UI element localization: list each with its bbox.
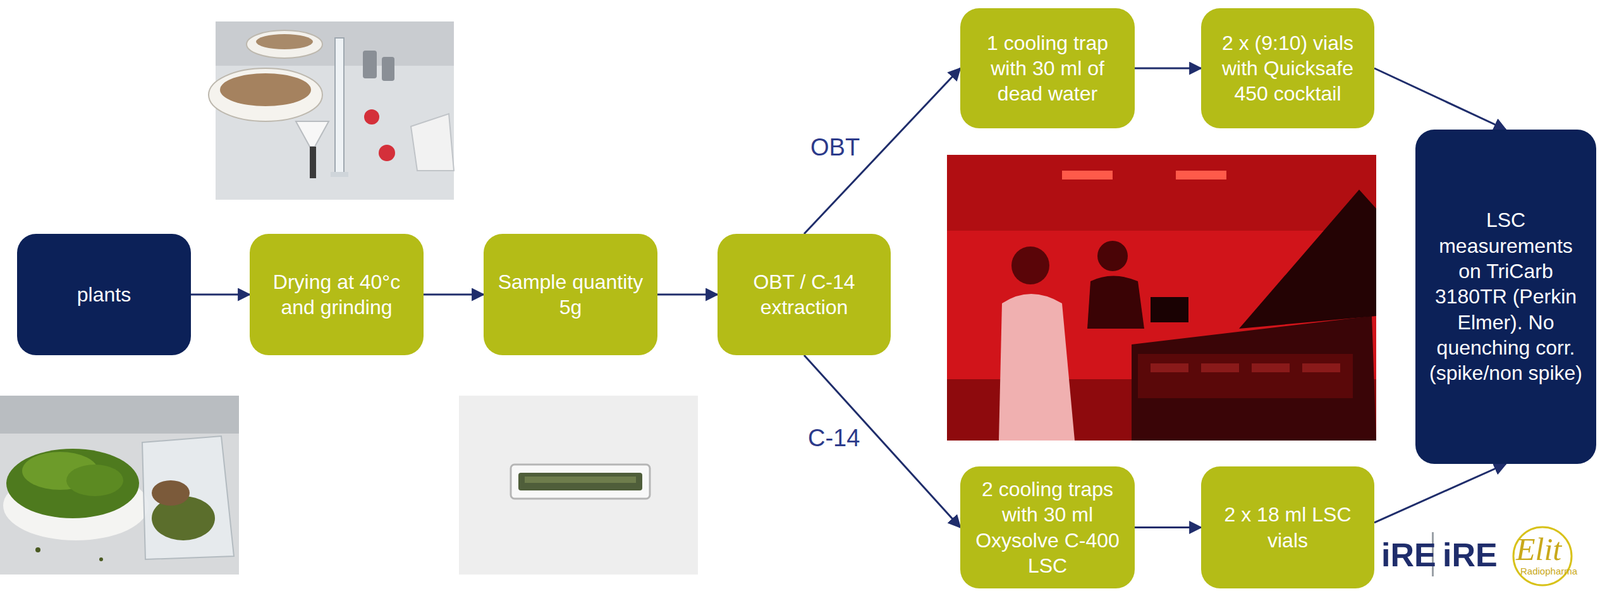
box-text: Drying at 40°c and grinding xyxy=(259,269,414,321)
branch-label: C-14 xyxy=(805,424,863,452)
flow-arrow xyxy=(1134,526,1202,529)
box-text: Sample quantity 5g xyxy=(493,269,648,321)
box-text: 2 x 18 ml LSC vials xyxy=(1211,501,1365,554)
process-box: Drying at 40°c and grinding xyxy=(249,233,424,356)
box-text: 1 cooling trap with 30 ml of dead water xyxy=(970,30,1125,107)
process-box: OBT / C-14 extraction xyxy=(717,233,891,356)
flow-arrow xyxy=(1134,67,1202,70)
box-text: plants xyxy=(77,281,131,308)
logo-mark xyxy=(1431,527,1572,586)
flow-arrow xyxy=(804,355,961,528)
process-box: 2 x 18 ml LSC vials xyxy=(1201,466,1375,589)
process-box: 1 cooling trap with 30 ml of dead water xyxy=(960,8,1135,129)
lab-photo xyxy=(208,21,454,200)
box-text: LSC measurements on TriCarb 3180TR (Perk… xyxy=(1425,207,1587,386)
logo-text: Radiopharma xyxy=(1520,565,1578,577)
process-box: 2 cooling traps with 30 ml Oxysolve C-40… xyxy=(960,466,1135,589)
logo-text: iRE xyxy=(1381,536,1437,575)
lsc-room-photo xyxy=(946,154,1377,441)
box-text: OBT / C-14 extraction xyxy=(727,269,881,321)
flow-arrow xyxy=(423,293,484,296)
box-text: 2 x (9:10) vials with Quicksafe 450 cock… xyxy=(1211,30,1365,107)
output-box: LSC measurements on TriCarb 3180TR (Perk… xyxy=(1415,129,1597,465)
process-box: 2 x (9:10) vials with Quicksafe 450 cock… xyxy=(1201,8,1375,129)
flow-arrow xyxy=(657,293,718,296)
start-box: plants xyxy=(17,233,191,356)
flow-arrow xyxy=(804,68,961,234)
sample-boat-photo xyxy=(458,395,698,575)
flow-arrow xyxy=(1374,68,1506,130)
box-text: 2 cooling traps with 30 ml Oxysolve C-40… xyxy=(970,476,1125,579)
logo-text: Elit xyxy=(1515,531,1562,568)
logo-text: iRE xyxy=(1442,536,1498,575)
flow-arrow xyxy=(1374,464,1506,523)
moss-photo xyxy=(0,395,239,575)
branch-label: OBT xyxy=(807,134,863,162)
process-box: Sample quantity 5g xyxy=(483,233,658,356)
flow-arrow xyxy=(190,293,250,296)
